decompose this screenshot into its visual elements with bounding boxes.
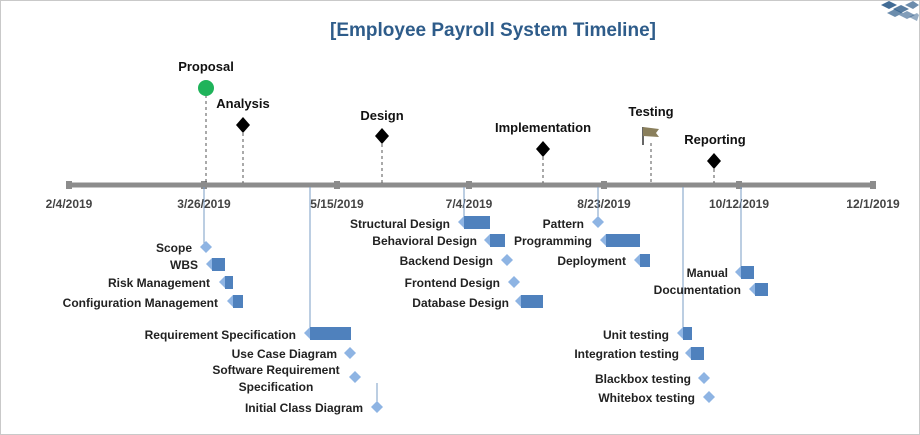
task-label: Deployment — [557, 254, 626, 268]
milestone-label: Reporting — [684, 132, 745, 147]
task-label: Integration testing — [574, 347, 679, 361]
milestone-label: Testing — [628, 104, 673, 119]
task-bar — [490, 234, 505, 247]
task-marker — [371, 401, 383, 413]
task-label: Requirement Specification — [145, 328, 296, 342]
task-marker — [592, 216, 604, 228]
milestone-connectors — [205, 95, 715, 183]
task-label: Backend Design — [400, 254, 493, 268]
flag-icon — [642, 127, 659, 145]
task-marker — [344, 347, 356, 359]
date-label: 2/4/2019 — [46, 197, 93, 211]
task-marker — [703, 391, 715, 403]
task-bar — [741, 266, 754, 279]
task-label: Blackbox testing — [595, 372, 691, 386]
task-bar — [225, 276, 233, 289]
task-label: Use Case Diagram — [232, 347, 337, 361]
task-marker — [200, 241, 212, 253]
task-marker — [349, 371, 361, 383]
task-label: Whitebox testing — [598, 391, 695, 405]
task-bar — [640, 254, 650, 267]
task-label: Frontend Design — [405, 276, 500, 290]
task-label: Documentation — [654, 283, 741, 297]
milestone-label: Analysis — [216, 96, 269, 111]
diamond-icon — [375, 128, 389, 144]
task-label: Unit testing — [603, 328, 669, 342]
task-label: Structural Design — [350, 217, 450, 231]
task-label: Software Requirement — [212, 363, 339, 377]
task-bar — [310, 327, 351, 340]
task-label: Configuration Management — [63, 296, 218, 310]
chart-title: [Employee Payroll System Timeline] — [330, 20, 656, 41]
task-bar — [233, 295, 243, 308]
task-bar — [464, 216, 490, 229]
diamond-icon — [536, 141, 550, 157]
date-label: 5/15/2019 — [310, 197, 364, 211]
task-bar — [521, 295, 543, 308]
circle-icon — [198, 80, 214, 96]
task-bar — [691, 347, 704, 360]
milestone-label: Design — [360, 108, 403, 123]
date-label: 8/23/2019 — [577, 197, 631, 211]
diamond-icon — [707, 153, 721, 169]
axis-ticks — [66, 181, 876, 189]
task-label: Initial Class Diagram — [245, 401, 363, 415]
logo-icon — [881, 1, 919, 21]
date-label: 7/4/2019 — [446, 197, 493, 211]
task-bar — [606, 234, 640, 247]
task-label: Behavioral Design — [372, 234, 477, 248]
milestone-label: Implementation — [495, 120, 591, 135]
task-bar — [755, 283, 768, 296]
task-label: Scope — [156, 241, 192, 255]
task-label: WBS — [170, 258, 198, 272]
date-label: 12/1/2019 — [846, 197, 900, 211]
task-label: Risk Management — [108, 276, 210, 290]
task-label: Database Design — [412, 296, 509, 310]
task-label: Specification — [239, 380, 314, 394]
task-marker — [508, 276, 520, 288]
task-bar — [212, 258, 225, 271]
diamond-icon — [236, 117, 250, 133]
task-bar — [683, 327, 692, 340]
task-marker — [501, 254, 513, 266]
milestone-label: Proposal — [178, 59, 234, 74]
task-marker — [698, 372, 710, 384]
task-label: Pattern — [543, 217, 584, 231]
task-label: Manual — [687, 266, 728, 280]
date-label: 10/12/2019 — [709, 197, 769, 211]
task-label: Programming — [514, 234, 592, 248]
